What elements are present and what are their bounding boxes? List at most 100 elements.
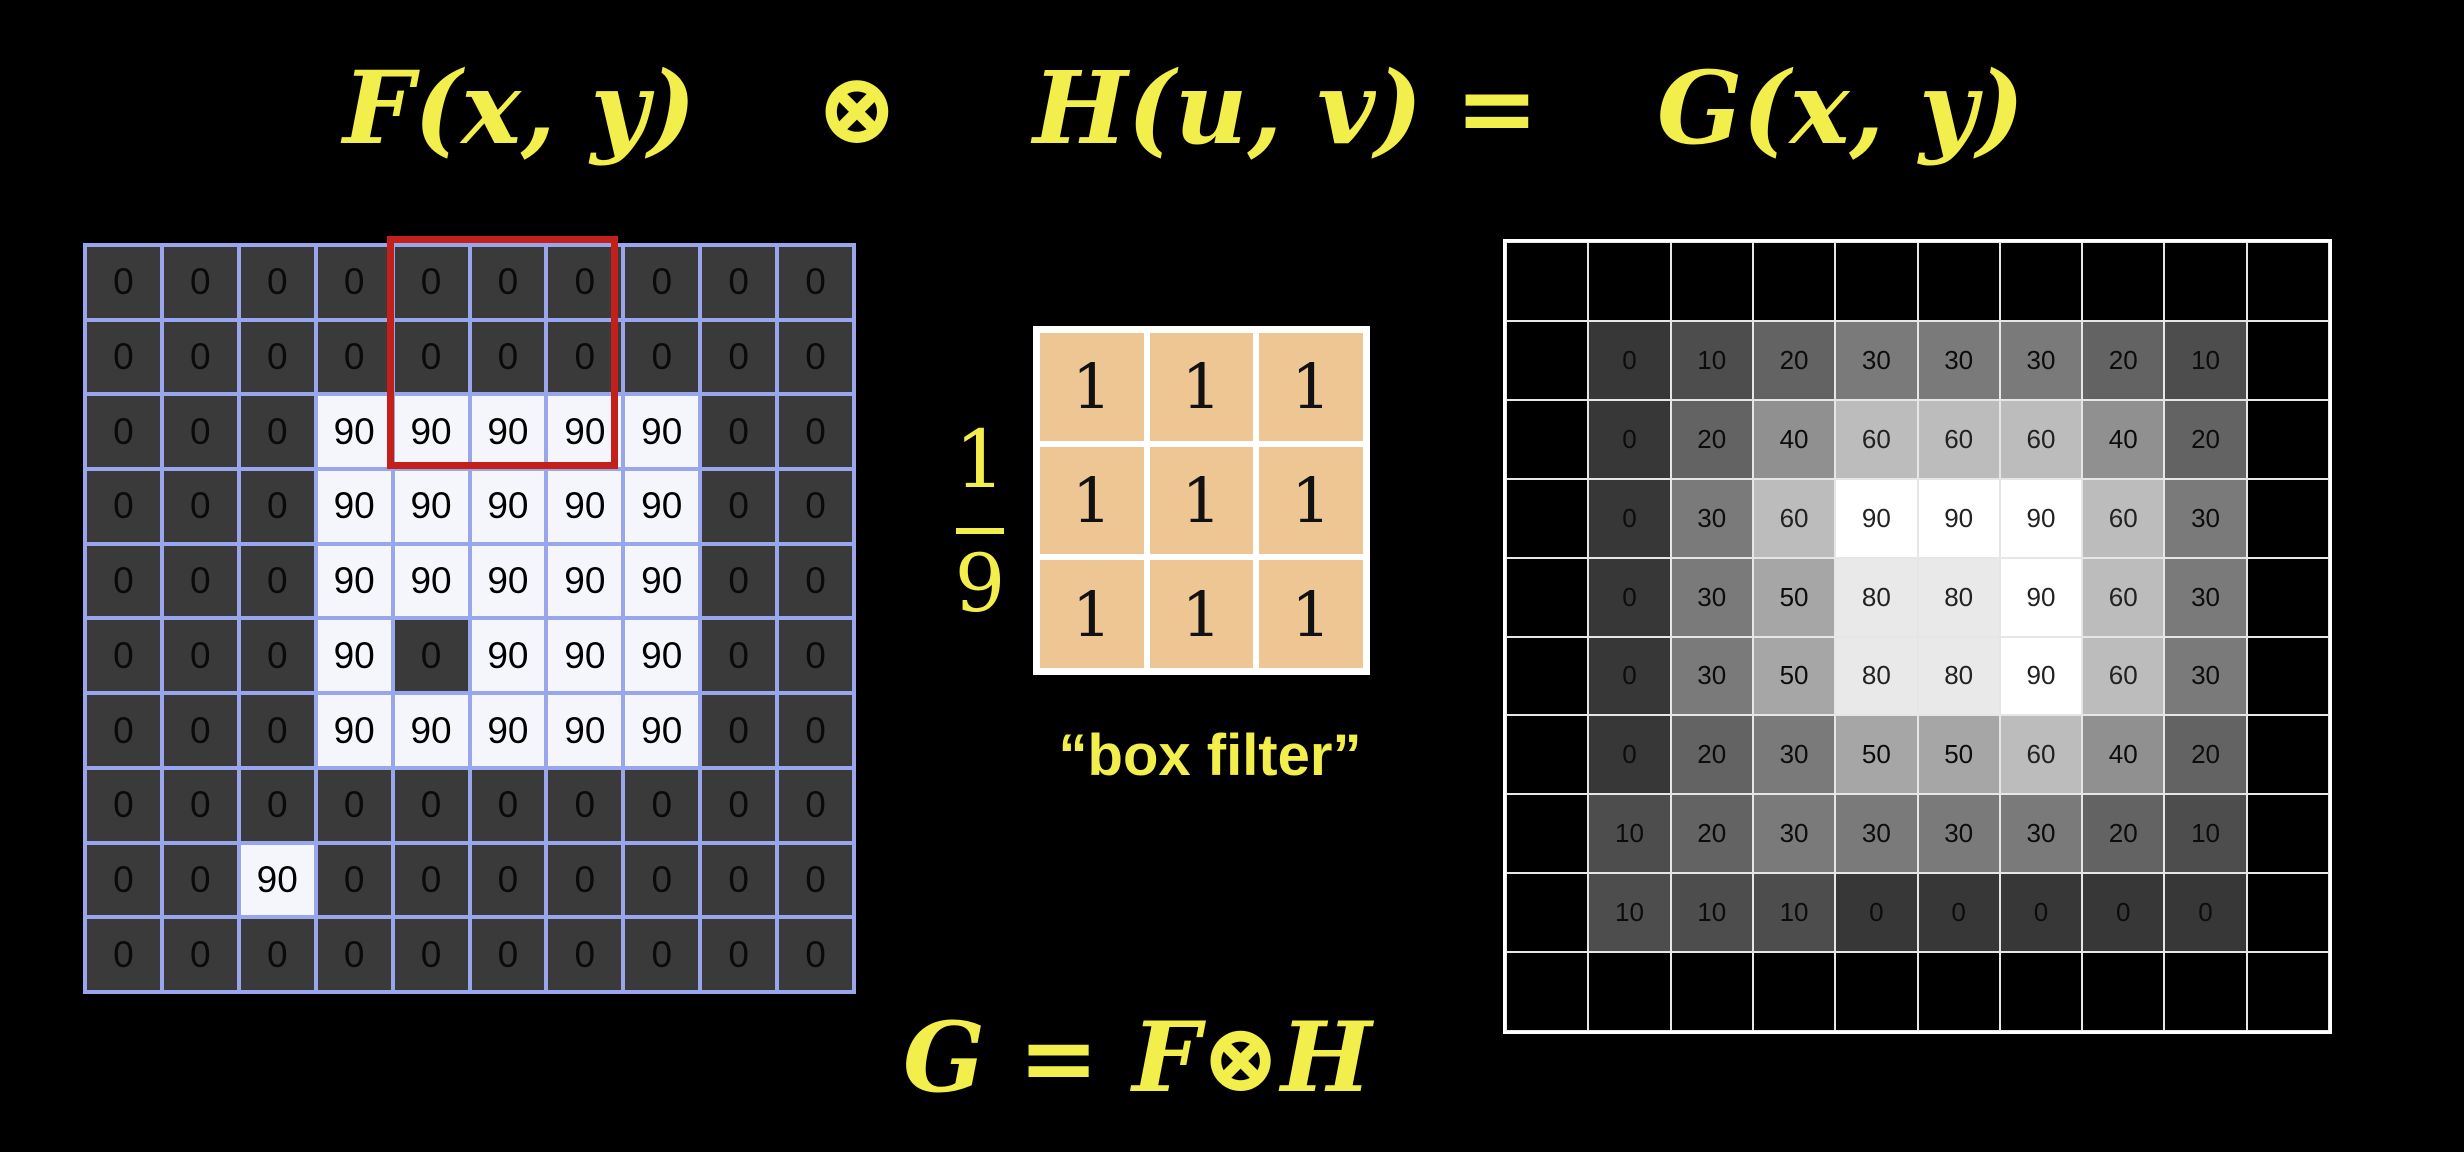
fraction-numerator: 1 xyxy=(954,413,1006,506)
output-cell: 60 xyxy=(1999,399,2083,479)
kernel-cell: 1 xyxy=(1146,557,1257,671)
box-filter-caption: “box filter” xyxy=(1058,723,1362,788)
input-cell: 90 xyxy=(392,693,470,768)
output-cell: 50 xyxy=(1752,557,1836,637)
input-cell: 90 xyxy=(469,618,547,694)
output-cell: 90 xyxy=(1835,478,1918,558)
output-cell: 20 xyxy=(1670,715,1753,795)
output-cell: 0 xyxy=(2082,873,2165,953)
output-cell: 80 xyxy=(1917,557,2000,637)
input-cell: 90 xyxy=(546,693,624,768)
input-cell: 0 xyxy=(161,469,239,544)
input-cell: 90 xyxy=(469,693,547,768)
input-cell: 90 xyxy=(238,842,316,918)
input-cell: 0 xyxy=(700,245,778,320)
input-cell: 0 xyxy=(469,917,547,992)
input-cell: 90 xyxy=(623,693,701,768)
output-cell: 20 xyxy=(1752,320,1836,400)
kernel-cell: 1 xyxy=(1146,443,1257,558)
output-cell xyxy=(1752,242,1836,321)
output-cell: 60 xyxy=(1752,478,1836,558)
input-cell: 0 xyxy=(238,245,316,320)
output-cell: 30 xyxy=(2164,557,2247,637)
output-cell xyxy=(2246,478,2329,558)
input-cell: 0 xyxy=(700,394,778,470)
input-cell: 0 xyxy=(392,917,470,992)
input-cell: 0 xyxy=(392,245,470,320)
input-cell: 0 xyxy=(469,842,547,918)
output-cell: 20 xyxy=(1670,399,1753,479)
input-cell: 0 xyxy=(161,693,239,768)
input-cell: 0 xyxy=(392,618,470,694)
output-cell xyxy=(1917,952,2000,1031)
input-cell: 0 xyxy=(315,245,393,320)
input-cell: 0 xyxy=(315,319,393,395)
output-cell xyxy=(1670,242,1753,321)
input-cell: 0 xyxy=(315,917,393,992)
output-cell: 60 xyxy=(1917,399,2000,479)
output-cell: 0 xyxy=(1835,873,1918,953)
output-cell xyxy=(2246,636,2329,716)
input-cell: 0 xyxy=(777,842,854,918)
input-cell: 0 xyxy=(546,767,624,843)
equation-g: G(x, y) xyxy=(1657,49,2025,167)
output-cell xyxy=(1506,478,1589,558)
kernel-cell: 1 xyxy=(1037,443,1147,558)
input-cell: 0 xyxy=(777,469,854,544)
fraction-denominator: 9 xyxy=(954,537,1006,630)
input-cell: 0 xyxy=(85,917,162,992)
output-cell: 80 xyxy=(1917,636,2000,716)
input-cell: 0 xyxy=(85,693,162,768)
input-cell: 0 xyxy=(777,394,854,470)
output-cell xyxy=(1506,873,1589,953)
input-cell: 0 xyxy=(469,245,547,320)
input-cell: 0 xyxy=(469,767,547,843)
output-cell xyxy=(2082,242,2165,321)
input-cell: 0 xyxy=(392,842,470,918)
input-cell: 0 xyxy=(777,618,854,694)
output-cell: 10 xyxy=(2164,320,2247,400)
input-cell: 90 xyxy=(315,543,393,619)
output-cell xyxy=(1506,557,1589,637)
output-cell: 0 xyxy=(1588,557,1671,637)
input-cell: 0 xyxy=(238,618,316,694)
kernel-cell: 1 xyxy=(1256,557,1366,671)
input-cell: 0 xyxy=(469,319,547,395)
input-cell: 0 xyxy=(161,767,239,843)
input-cell: 0 xyxy=(623,842,701,918)
kernel-cell: 1 xyxy=(1146,330,1257,444)
output-cell: 20 xyxy=(2082,794,2165,874)
input-cell: 0 xyxy=(700,842,778,918)
input-cell: 0 xyxy=(85,618,162,694)
output-cell: 10 xyxy=(1752,873,1836,953)
input-cell: 0 xyxy=(85,319,162,395)
output-cell: 0 xyxy=(1917,873,2000,953)
output-cell xyxy=(1670,952,1753,1031)
input-cell: 90 xyxy=(392,394,470,470)
input-cell: 0 xyxy=(85,767,162,843)
output-cell xyxy=(2246,715,2329,795)
input-cell: 0 xyxy=(700,618,778,694)
input-cell: 0 xyxy=(777,319,854,395)
output-cell: 60 xyxy=(2082,557,2165,637)
output-cell xyxy=(2246,873,2329,953)
input-cell: 90 xyxy=(546,394,624,470)
input-cell: 0 xyxy=(777,693,854,768)
output-cell: 0 xyxy=(1588,399,1671,479)
input-cell: 0 xyxy=(85,469,162,544)
output-cell xyxy=(1999,952,2083,1031)
input-cell: 0 xyxy=(623,917,701,992)
output-cell: 30 xyxy=(1670,478,1753,558)
output-cell xyxy=(1588,952,1671,1031)
input-cell: 0 xyxy=(85,543,162,619)
output-cell: 30 xyxy=(1835,320,1918,400)
equals-sign: = xyxy=(1455,49,1539,167)
input-cell: 0 xyxy=(161,618,239,694)
output-cell: 30 xyxy=(2164,636,2247,716)
input-cell: 0 xyxy=(392,319,470,395)
input-cell: 90 xyxy=(315,394,393,470)
output-cell: 30 xyxy=(1917,794,2000,874)
convolution-operator: ⊗ xyxy=(815,49,899,167)
output-cell: 30 xyxy=(1670,636,1753,716)
